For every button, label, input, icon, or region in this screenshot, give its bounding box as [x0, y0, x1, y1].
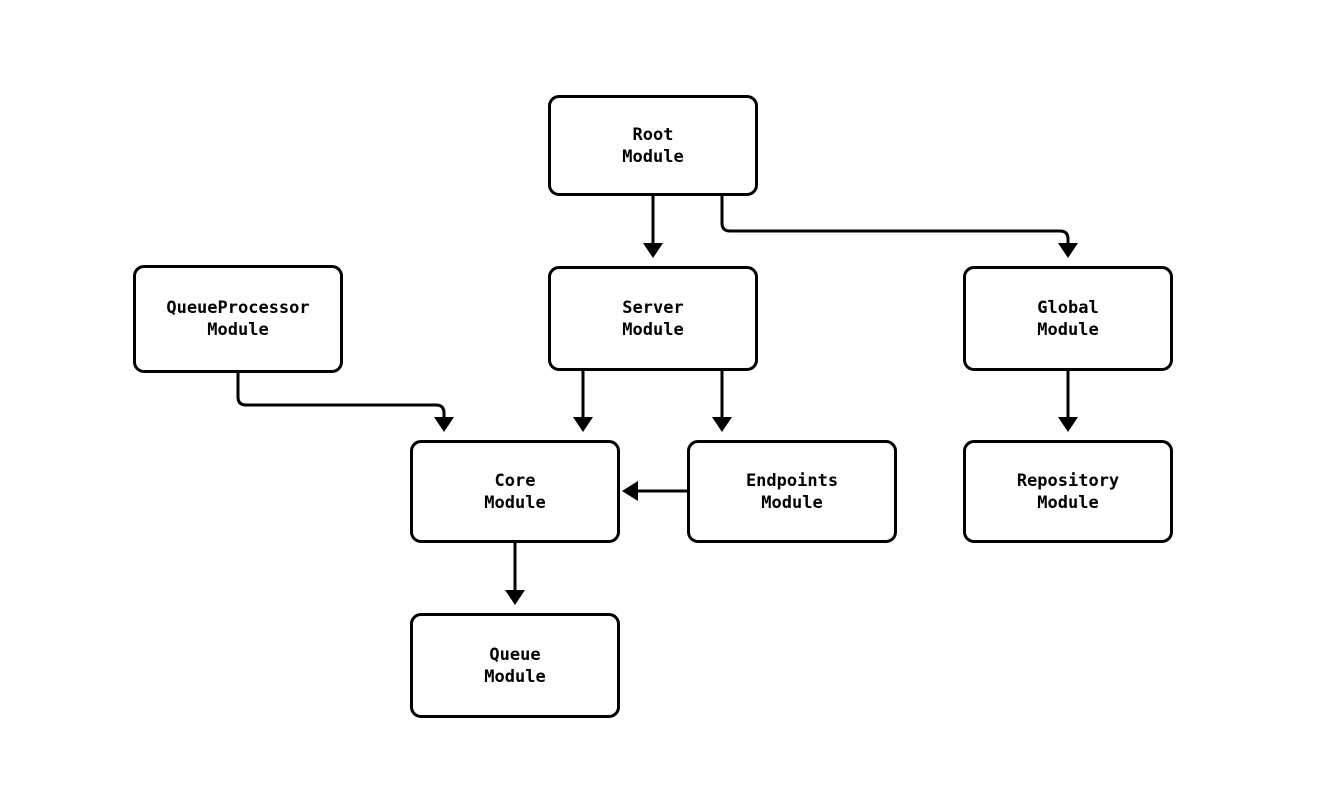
node-core-module-label-line1: Core [494, 470, 536, 491]
node-queueprocessor-module[interactable]: QueueProcessor Module [133, 265, 343, 373]
edge-root-global [720, 196, 1078, 258]
node-server-module-label-line2: Module [622, 319, 684, 340]
edge-server-endpoints [712, 371, 732, 432]
edge-root-server [643, 196, 663, 258]
edge-queueprocessor-core [236, 373, 454, 432]
node-endpoints-module[interactable]: Endpoints Module [687, 440, 897, 543]
edge-server-core [573, 371, 593, 432]
edge-endpoints-core [622, 481, 687, 501]
node-server-module-label-line1: Server [622, 297, 684, 318]
node-root-module-label-line2: Module [622, 146, 684, 167]
node-queue-module-label-line1: Queue [489, 644, 541, 665]
node-repository-module[interactable]: Repository Module [963, 440, 1173, 543]
node-server-module[interactable]: Server Module [548, 266, 758, 371]
node-queue-module[interactable]: Queue Module [410, 613, 620, 718]
node-core-module[interactable]: Core Module [410, 440, 620, 543]
node-root-module-label-line1: Root [632, 124, 674, 145]
node-queueprocessor-module-label-line2: Module [207, 320, 269, 340]
node-global-module[interactable]: Global Module [963, 266, 1173, 371]
node-queue-module-label-line2: Module [484, 666, 546, 687]
node-endpoints-module-label-line1: Endpoints [745, 470, 839, 491]
node-root-module[interactable]: Root Module [548, 95, 758, 196]
edge-core-queue [505, 543, 525, 605]
node-global-module-label-line1: Global [1037, 297, 1099, 318]
node-core-module-label-line2: Module [484, 492, 546, 513]
node-global-module-label-line2: Module [1037, 319, 1099, 340]
edge-global-repository [1058, 371, 1078, 432]
node-queueprocessor-module-label-line1: QueueProcessor [166, 298, 310, 318]
node-endpoints-module-label-line2: Module [761, 492, 823, 513]
node-repository-module-label-line2: Module [1037, 492, 1099, 513]
node-repository-module-label-line1: Repository [1016, 470, 1120, 491]
